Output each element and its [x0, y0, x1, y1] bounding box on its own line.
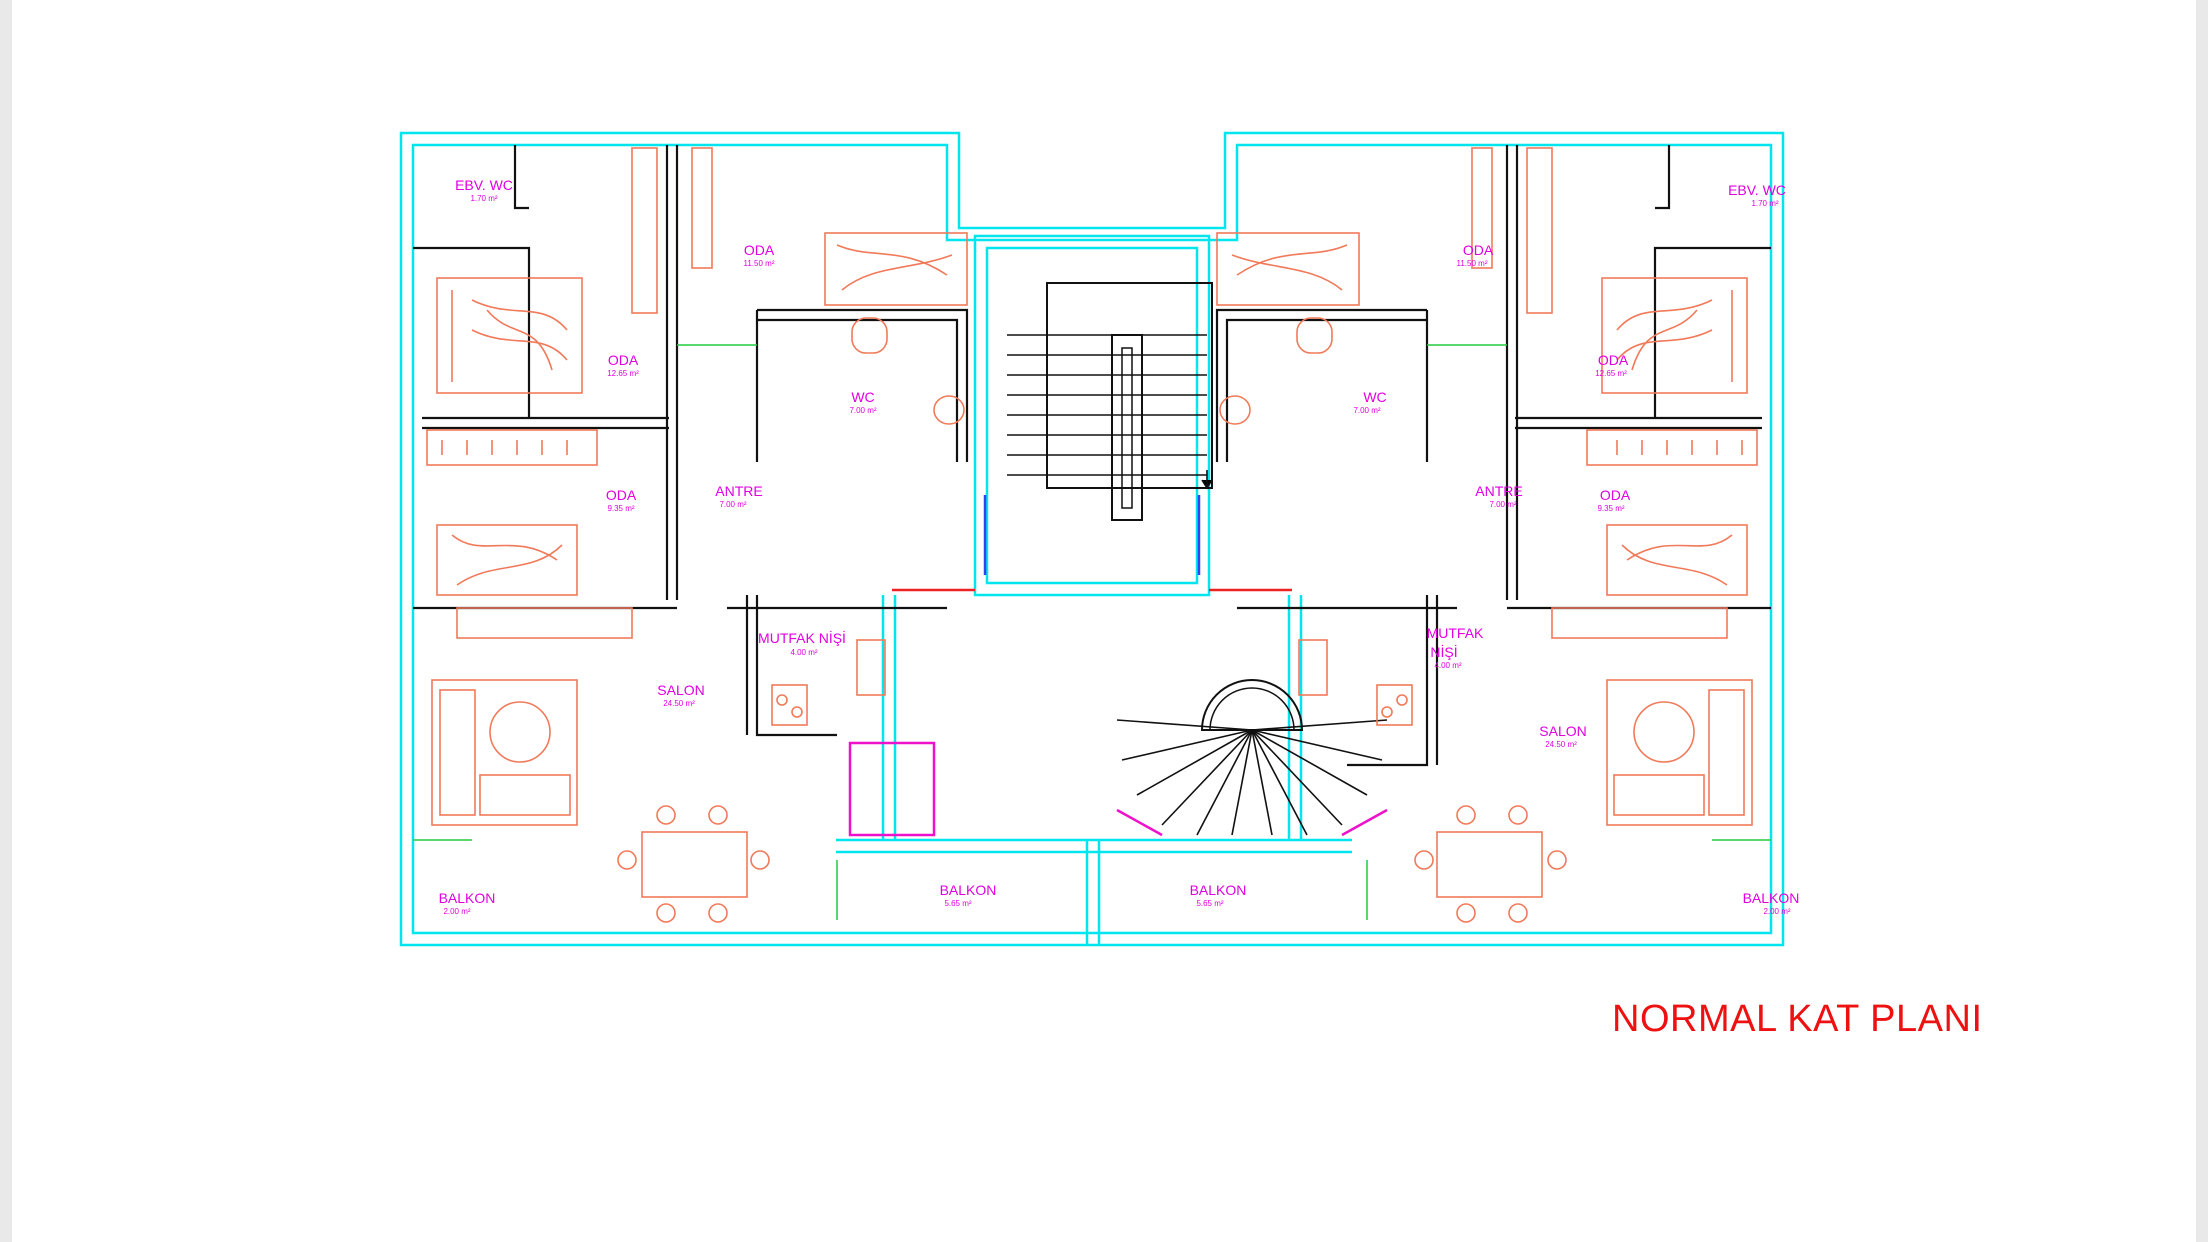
svg-text:4.00 m²: 4.00 m² [790, 648, 817, 657]
svg-text:9.35 m²: 9.35 m² [607, 504, 634, 513]
svg-text:ODA: ODA [606, 487, 637, 503]
svg-text:NİŞİ: NİŞİ [1430, 643, 1457, 660]
svg-text:MUTFAK: MUTFAK [1427, 625, 1484, 641]
room-label-ebv-wc-right: EBV. WC1.70 m² [1728, 182, 1786, 208]
room-label-mutfak-left: MUTFAK NİŞİ 4.00 m² [758, 629, 846, 657]
svg-text:12.65 m²: 12.65 m² [607, 369, 639, 378]
svg-text:5.65 m²: 5.65 m² [944, 899, 971, 908]
svg-text:4.00 m²: 4.00 m² [1434, 661, 1461, 670]
svg-text:5.65 m²: 5.65 m² [1196, 899, 1223, 908]
svg-text:7.00 m²: 7.00 m² [849, 406, 876, 415]
svg-text:7.00 m²: 7.00 m² [1489, 500, 1516, 509]
svg-text:ODA: ODA [744, 242, 775, 258]
svg-text:BALKON: BALKON [1190, 882, 1247, 898]
svg-text:ANTRE: ANTRE [1475, 483, 1522, 499]
svg-text:11.50 m²: 11.50 m² [1457, 259, 1488, 268]
interior-walls [413, 145, 1771, 767]
svg-text:EBV. WC: EBV. WC [455, 177, 513, 193]
furniture-left [426, 147, 968, 923]
door-openings [413, 344, 1771, 920]
svg-text:ANTRE: ANTRE [715, 483, 762, 499]
svg-text:2.00 m²: 2.00 m² [1763, 907, 1790, 916]
room-label-wc-right: WC7.00 m² [1353, 389, 1386, 415]
svg-text:WC: WC [1363, 389, 1386, 405]
svg-text:EBV. WC: EBV. WC [1728, 182, 1786, 198]
svg-text:BALKON: BALKON [439, 890, 496, 906]
stair-spiral [1116, 679, 1388, 837]
svg-text:ODA: ODA [1463, 242, 1494, 258]
exterior-walls [399, 131, 1785, 947]
svg-text:SALON: SALON [1539, 723, 1586, 739]
svg-text:7.00 m²: 7.00 m² [719, 500, 746, 509]
furniture-right [1216, 147, 1758, 923]
svg-text:ODA: ODA [1600, 487, 1631, 503]
room-label-ebv-wc-left: EBV. WC1.70 m² [455, 177, 513, 203]
svg-text:BALKON: BALKON [940, 882, 997, 898]
svg-text:7.00 m²: 7.00 m² [1353, 406, 1380, 415]
svg-text:ODA: ODA [1598, 352, 1629, 368]
drawing-title: NORMAL KAT PLANI [1612, 998, 1983, 1040]
svg-text:ODA: ODA [608, 352, 639, 368]
svg-text:11.50 m²: 11.50 m² [744, 259, 775, 268]
svg-text:SALON: SALON [657, 682, 704, 698]
svg-text:9.35 m²: 9.35 m² [1597, 504, 1624, 513]
svg-text:24.50 m²: 24.50 m² [663, 699, 695, 708]
svg-text:2.00 m²: 2.00 m² [443, 907, 470, 916]
room-label-wc-left: WC7.00 m² [849, 389, 876, 415]
stair-upper [1007, 282, 1213, 521]
svg-text:BALKON: BALKON [1743, 890, 1800, 906]
svg-text:1.70 m²: 1.70 m² [470, 194, 497, 203]
svg-text:WC: WC [851, 389, 874, 405]
svg-text:12.65 m²: 12.65 m² [1595, 369, 1627, 378]
svg-text:1.70 m²: 1.70 m² [1751, 199, 1778, 208]
svg-text:24.50 m²: 24.50 m² [1545, 740, 1577, 749]
svg-text:MUTFAK NİŞİ: MUTFAK NİŞİ [758, 629, 846, 646]
